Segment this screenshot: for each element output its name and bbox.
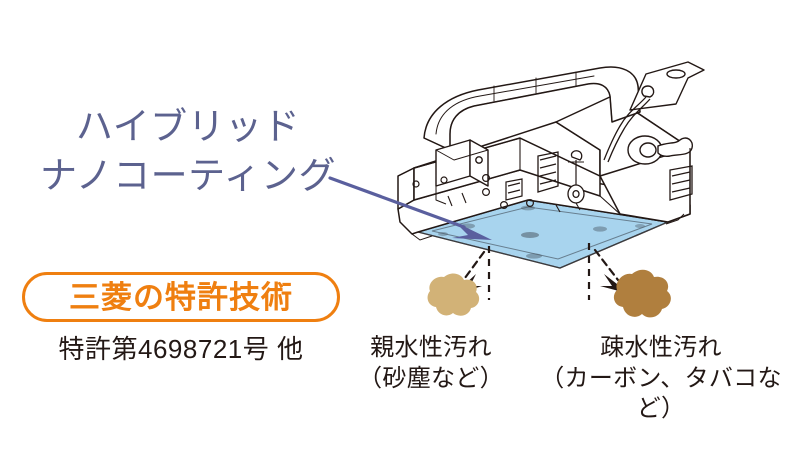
- patent-badge-label: 三菱の特許技術: [69, 279, 293, 315]
- patent-number-text: 特許第4698721号 他: [58, 334, 304, 364]
- soil-label-hydrophilic: 親水性汚れ （砂塵など）: [358, 334, 504, 392]
- headline-hybrid-nano-coating: ハイブリッド ナノコーティング: [40, 106, 336, 196]
- soil-drop-guides: [487, 243, 591, 300]
- motor-block: [435, 139, 489, 205]
- louver-slots: [505, 151, 693, 201]
- centre-panel-fixings: [412, 174, 534, 210]
- coating-callout-arrow: [328, 176, 492, 240]
- damper-pendulum: [567, 150, 585, 204]
- patent-badge: 三菱の特許技術: [22, 272, 340, 322]
- rotary-vent-control: [627, 135, 694, 165]
- soil-label-hydrophobic: 疎水性汚れ （カーボン、タバコなど）: [540, 334, 782, 423]
- soil-blob-hydrophobic: [613, 269, 671, 318]
- mounting-bracket: [603, 61, 705, 163]
- soil-blob-hydrophilic: [427, 273, 480, 316]
- chassis-detail-lines: [397, 138, 691, 241]
